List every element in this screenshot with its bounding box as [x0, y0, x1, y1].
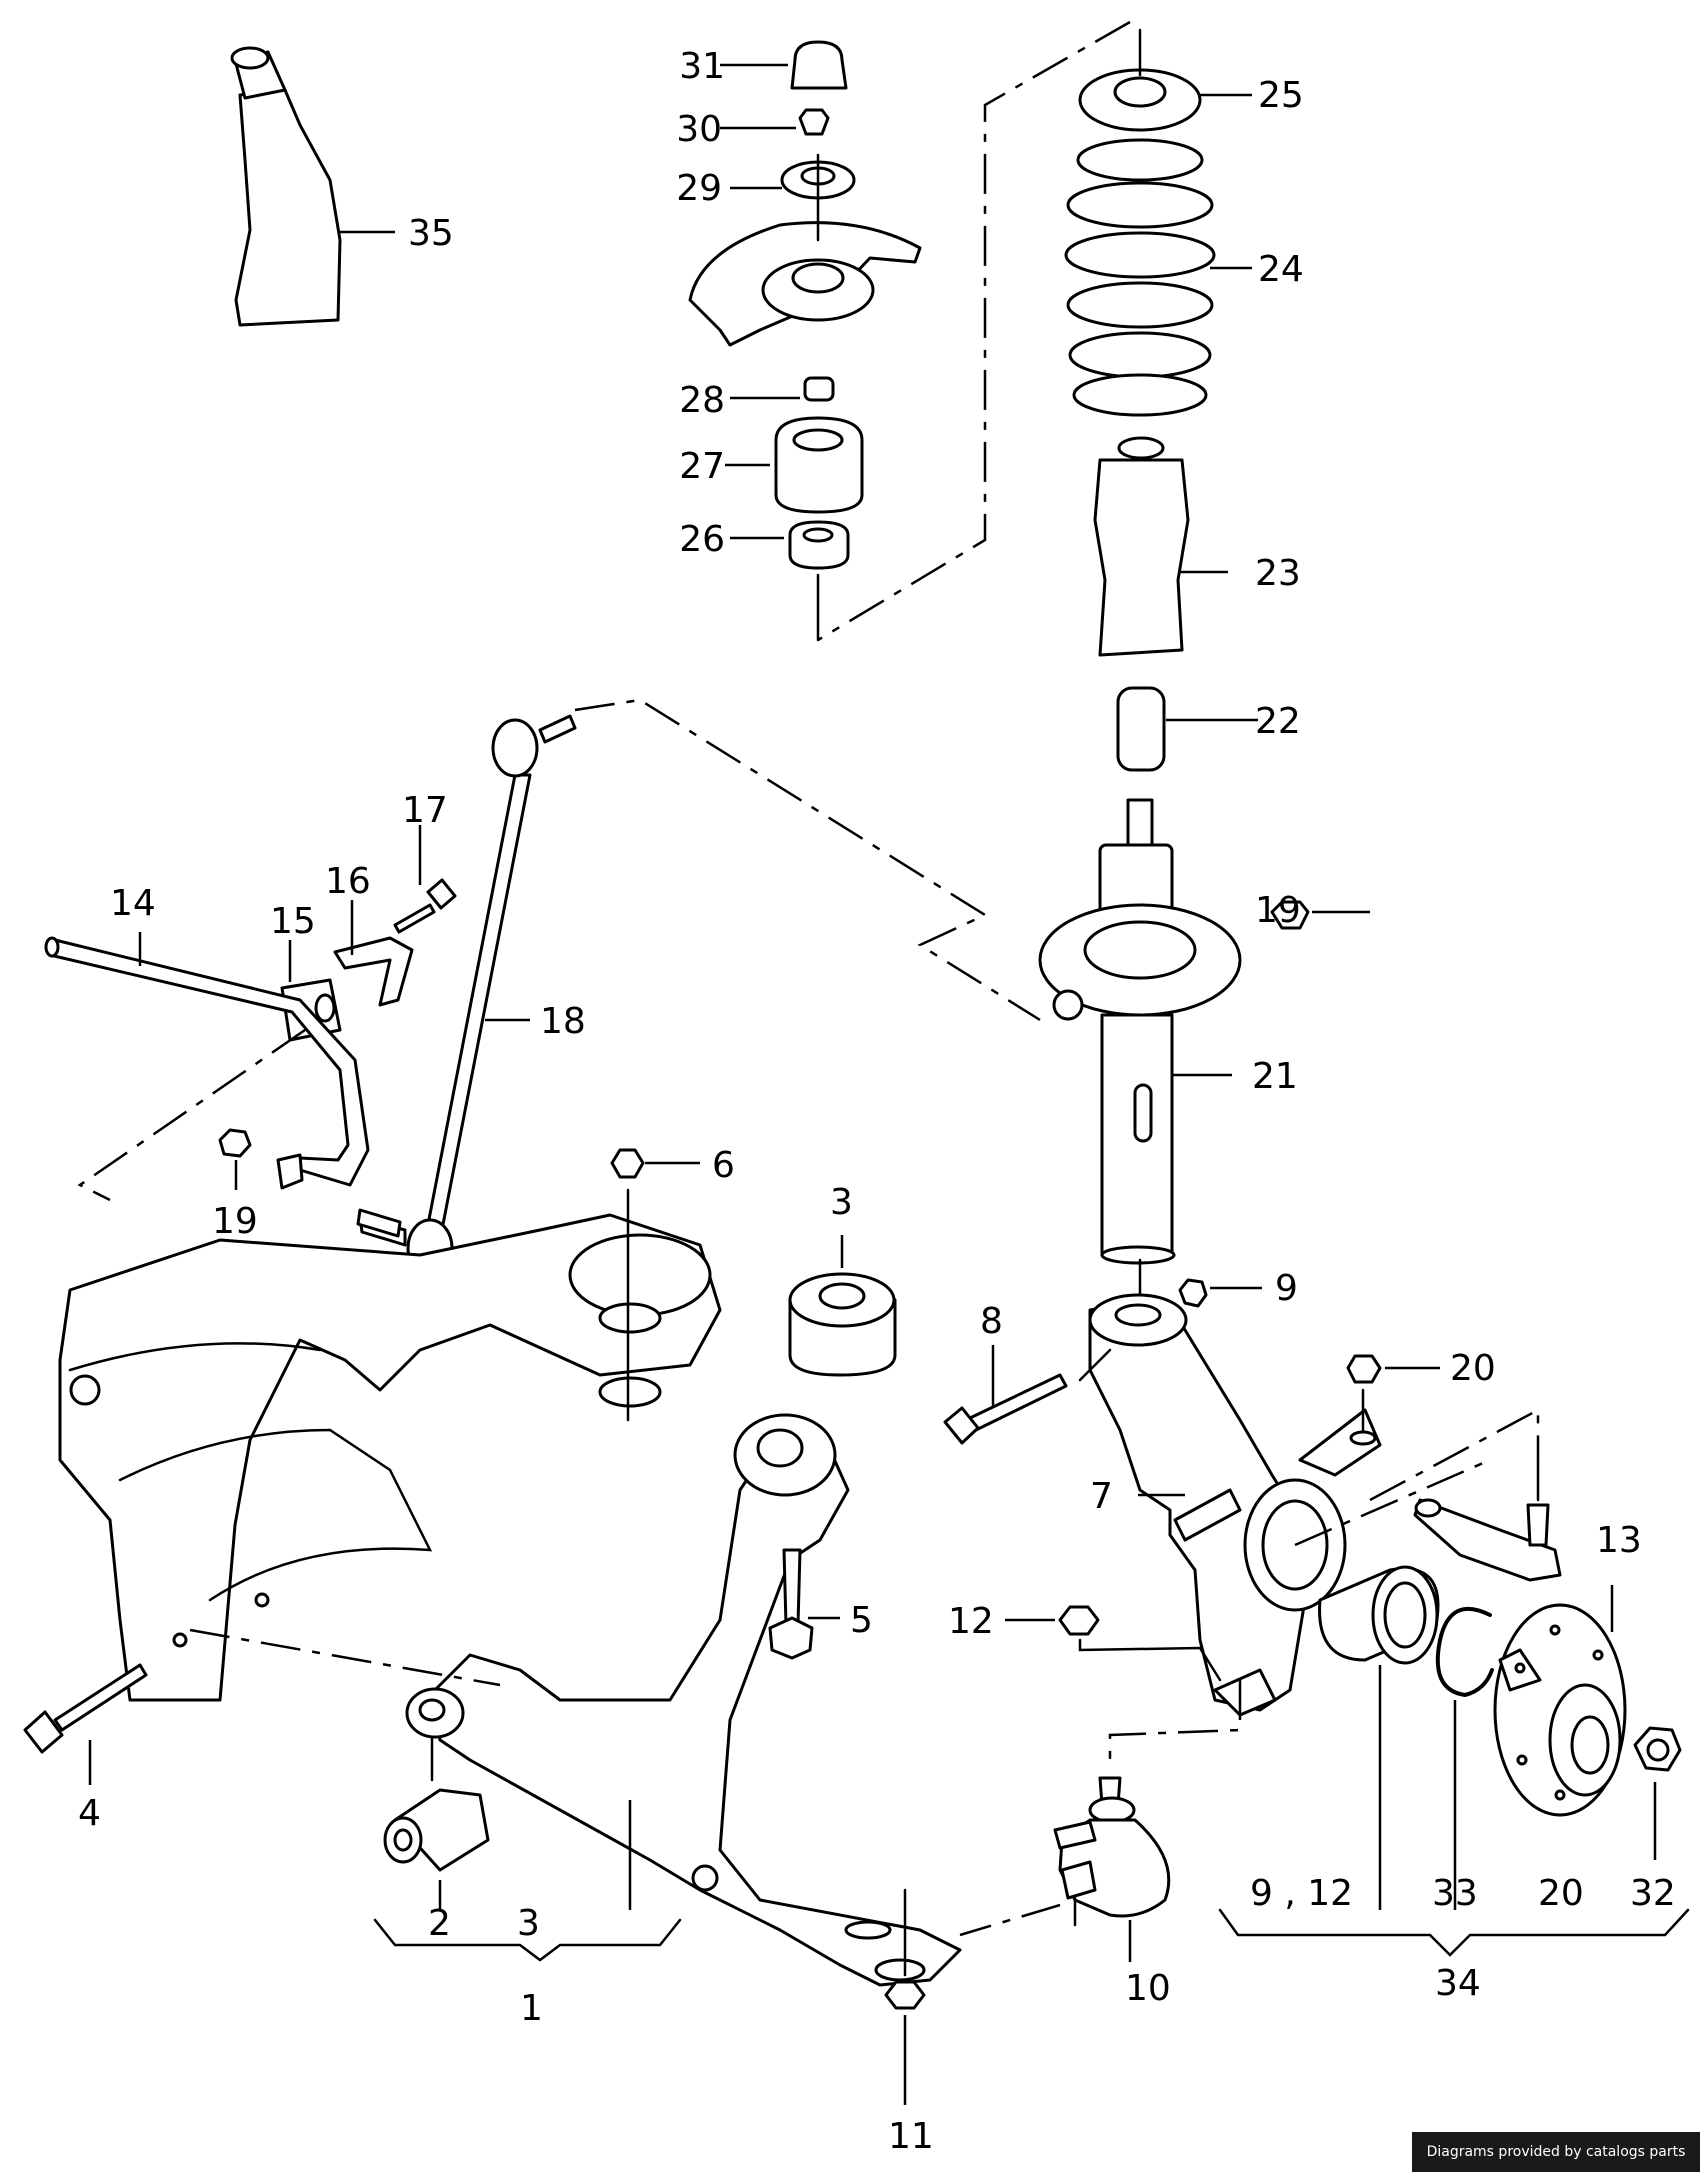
- part-12-nut: [1005, 1605, 1222, 1682]
- callout-30: 30: [676, 109, 722, 150]
- wheel-bearing: [1318, 1565, 1440, 1910]
- callout-4: 4: [78, 1793, 101, 1834]
- part-5-bolt: [768, 1548, 840, 1660]
- callout-31: 31: [679, 46, 725, 87]
- callout-3-lower: 3: [517, 1903, 540, 1944]
- part-20-nut: [1346, 1354, 1440, 1446]
- part-31-cap: [790, 40, 848, 90]
- callout-8: 8: [980, 1301, 1003, 1342]
- callout-labels: 31 30 29 28 27 26 25 24 23 22 19 21 35 1…: [78, 46, 1676, 2157]
- callout-20-upper: 20: [1450, 1348, 1496, 1389]
- callout-32: 32: [1630, 1873, 1676, 1914]
- callout-25: 25: [1258, 75, 1304, 116]
- callout-34: 34: [1435, 1963, 1481, 2004]
- dash-knuckle-hub: [1294, 1458, 1491, 1547]
- subframe: [58, 1213, 722, 1702]
- part-4-bolt: [23, 1663, 148, 1785]
- callout-19-right: 19: [1255, 890, 1301, 931]
- part-16-clamp: [333, 900, 414, 1007]
- callout-16: 16: [325, 861, 371, 902]
- part-25-spring-seat: [1078, 28, 1252, 132]
- callout-17: 17: [402, 790, 448, 831]
- part-11-nut: [884, 1888, 926, 2105]
- dash-link-to-strut: [574, 698, 1041, 1022]
- callout-14: 14: [110, 883, 156, 924]
- callout-12: 12: [948, 1601, 994, 1642]
- callout-24: 24: [1258, 249, 1304, 290]
- part-33-circlip: [1435, 1606, 1494, 1910]
- part-19-nut-left: [218, 1128, 402, 1238]
- part-13-wheel-hub: [1493, 1585, 1627, 1817]
- part-1-control-arm: [405, 1413, 962, 1987]
- tie-rod-end: [1413, 1458, 1562, 1582]
- part-35-grease-tube: [230, 46, 395, 327]
- callout-6: 6: [712, 1145, 735, 1186]
- callout-13: 13: [1596, 1520, 1642, 1561]
- callout-19-left: 19: [212, 1201, 258, 1242]
- part-10-ball-joint: [1053, 1680, 1242, 1962]
- dash-tie-rod: [1369, 1407, 1540, 1502]
- callout-26: 26: [679, 519, 725, 560]
- part-6-nut: [610, 1148, 700, 1422]
- strut-mount-stack: [688, 40, 922, 642]
- part-17-bolt: [393, 825, 457, 934]
- part-28-bushing: [803, 376, 835, 402]
- callout-28: 28: [679, 380, 725, 421]
- group-bracket-1: [373, 1918, 682, 1962]
- footer-credit: Diagrams provided by catalogs parts: [1412, 2132, 1700, 2172]
- callout-23: 23: [1255, 553, 1301, 594]
- callout-11: 11: [888, 2116, 934, 2157]
- part-24-coil-spring: [1064, 138, 1252, 417]
- callout-22: 22: [1255, 701, 1301, 742]
- callout-15: 15: [270, 901, 316, 942]
- callout-35: 35: [408, 213, 454, 254]
- callout-1: 1: [520, 1988, 543, 2029]
- callout-33: 33: [1432, 1873, 1478, 1914]
- part-32-hub-nut: [1633, 1726, 1682, 1860]
- callout-3-upper: 3: [830, 1182, 853, 1223]
- part-21-strut: [1038, 798, 1242, 1312]
- group-bracket-34: [1218, 1908, 1690, 1957]
- part-30-nut: [798, 108, 830, 136]
- dash-balljoint-arm: [959, 1903, 1061, 1937]
- callout-9-12: 9 , 12: [1250, 1873, 1353, 1914]
- callout-27: 27: [679, 446, 725, 487]
- callout-5: 5: [850, 1600, 873, 1641]
- callout-10: 10: [1125, 1968, 1171, 2009]
- part-2-bushing-lower: [383, 1736, 490, 1910]
- part-22-bump-stop: [1116, 686, 1258, 772]
- callout-18: 18: [540, 1001, 586, 1042]
- part-8-bolt: [943, 1345, 1068, 1445]
- dash-strut-group: [817, 20, 1131, 642]
- part-14-stabilizer-bar: [44, 932, 370, 1187]
- part-3-bushing-upper: [788, 1235, 897, 1377]
- callout-9: 9: [1275, 1268, 1298, 1309]
- callout-29: 29: [676, 168, 722, 209]
- dash-stab-frame: [77, 1028, 306, 1202]
- part-23-dust-boot: [1093, 436, 1228, 657]
- part-9-nut: [1178, 1278, 1262, 1308]
- part-19-nut-right: [1270, 900, 1370, 930]
- callout-21: 21: [1252, 1056, 1298, 1097]
- dash-arm-frame: [189, 1628, 501, 1687]
- callout-2: 2: [428, 1903, 451, 1944]
- callout-20-lower: 20: [1538, 1873, 1584, 1914]
- callout-7: 7: [1090, 1476, 1113, 1517]
